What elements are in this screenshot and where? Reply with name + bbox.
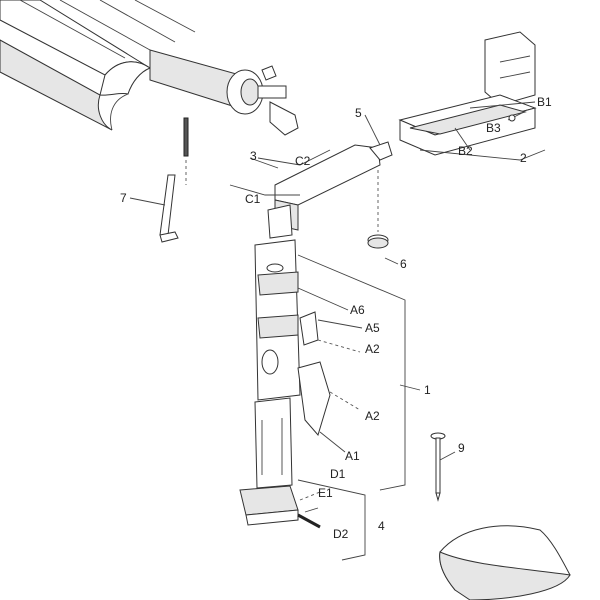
callout-a1: A1 — [345, 449, 360, 463]
callout-c1: C1 — [245, 192, 261, 206]
callout-3: 3 — [250, 149, 257, 163]
callout-b2: B2 — [458, 144, 473, 158]
bolt-d2-icon — [297, 513, 321, 529]
callout-5: 5 — [355, 106, 362, 120]
callout-b3: B3 — [486, 121, 501, 135]
callout-d2: D2 — [333, 527, 349, 541]
callout-b1: B1 — [537, 95, 552, 109]
callout-1: 1 — [424, 383, 431, 397]
cover-pad-icon — [439, 525, 571, 600]
callout-e1: E1 — [318, 486, 333, 500]
roller-tube-icon — [149, 49, 299, 136]
callout-6: 6 — [400, 257, 407, 271]
awning-canopy-icon — [0, 0, 196, 131]
wall-bracket-icon — [398, 31, 537, 156]
nail-icon — [430, 432, 446, 502]
callout-2: 2 — [520, 151, 527, 165]
foot-base-icon — [239, 397, 299, 526]
washer-icon — [367, 234, 389, 249]
callout-a2-bottom: A2 — [365, 409, 380, 423]
callout-a2-top: A2 — [365, 342, 380, 356]
callout-a5: A5 — [365, 321, 380, 335]
callout-7: 7 — [120, 191, 127, 205]
callout-9: 9 — [458, 441, 465, 455]
pin-icon — [507, 111, 525, 122]
callout-d1: D1 — [330, 467, 346, 481]
arm-head-icon — [267, 141, 393, 239]
callout-a6: A6 — [350, 303, 365, 317]
callout-4: 4 — [378, 519, 385, 533]
spring-bolt-icon — [183, 117, 189, 185]
hook-icon — [159, 174, 179, 243]
arm-assembly-icon — [254, 239, 331, 437]
callout-c2: C2 — [295, 154, 311, 168]
